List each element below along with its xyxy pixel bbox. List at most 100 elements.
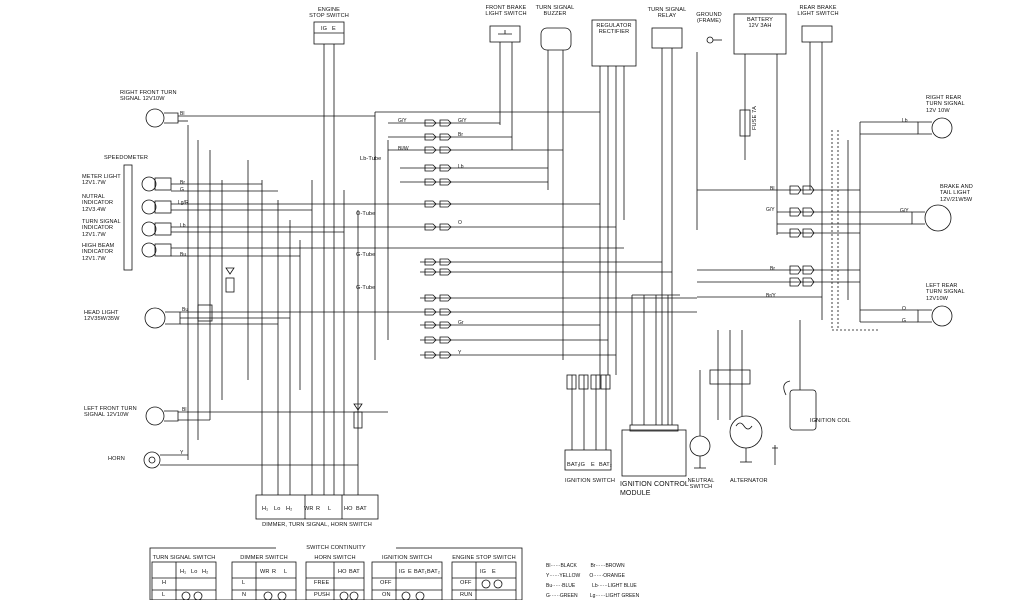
- legend-code: G: [546, 593, 550, 599]
- label-line: INDICATOR: [82, 200, 114, 207]
- continuity-table-name: DIMMER SWITCH: [240, 555, 288, 561]
- terminal: BAT₁: [567, 462, 580, 468]
- legend-color: LIGHT BLUE: [607, 583, 637, 589]
- icm-label: IGNITION CONTROL MODULE: [620, 480, 689, 498]
- terminal: BAT₂: [599, 462, 613, 468]
- label-line: GROUND: [696, 12, 722, 18]
- continuity-table-name: ENGINE STOP SWITCH: [452, 555, 516, 561]
- terminal-e: E: [332, 26, 336, 32]
- legend-code: Lb: [592, 583, 598, 589]
- wire-code: Br: [180, 180, 185, 186]
- meter-light-label: METER LIGHT 12V1.7W: [82, 174, 121, 187]
- label-line: 12V35W/35W: [84, 316, 120, 323]
- tube-label-o: O-Tube: [356, 211, 376, 217]
- terminal: H₁: [262, 506, 269, 512]
- brake-tail-light-label: BRAKE AND TAIL LIGHT 12V/21W5W: [940, 184, 973, 203]
- label-line: MODULE: [620, 490, 651, 497]
- label-line: SIGNAL 12V10W: [84, 412, 129, 419]
- speedometer-label: SPEEDOMETER: [104, 155, 148, 161]
- terminal: R: [316, 506, 321, 512]
- ignition-switch-label: IGNITION SWITCH: [565, 478, 615, 484]
- legend-color: BLACK: [560, 563, 577, 569]
- label-line: SIGNAL 12V10W: [120, 96, 165, 103]
- label-line: TURN SIGNAL: [926, 289, 965, 296]
- label-line: REAR BRAKE: [799, 5, 837, 11]
- ignition-coil-label: IGNITION COIL: [810, 418, 851, 424]
- col-head: R: [272, 569, 277, 575]
- wire-code: G: [902, 318, 906, 324]
- label-line: HEAD LIGHT: [84, 310, 119, 316]
- table-row-head: N: [242, 592, 247, 598]
- wire-code: O: [458, 220, 462, 226]
- turn-signal-buzzer-label: TURN SIGNAL BUZZER: [532, 5, 578, 18]
- high-beam-indicator-label: HIGH BEAM INDICATOR 12V1.7W: [82, 243, 114, 262]
- legend-color: LIGHT GREEN: [605, 593, 640, 599]
- col-head: BAT₁: [414, 569, 427, 575]
- rear-brake-switch-box: [801, 25, 833, 43]
- wire-code: G/Y: [900, 208, 909, 214]
- wire-code: G/Y: [458, 118, 467, 124]
- terminal: E: [591, 462, 595, 468]
- label-line: 12V1.7W: [82, 180, 106, 187]
- wire-code: O: [902, 306, 906, 312]
- table-row-head: RUN: [460, 592, 473, 598]
- label-line: 12V 10W: [926, 107, 950, 114]
- dimmer-switch-label: DIMMER, TURN SIGNAL, HORN SWITCH: [262, 522, 372, 528]
- left-front-turn-lamp: [145, 406, 165, 426]
- terminal: IG: [579, 462, 586, 468]
- label-line: TURN SIGNAL: [82, 219, 121, 225]
- wire-code: G/Y: [766, 207, 775, 213]
- col-head: BAT₂: [427, 569, 441, 575]
- continuity-table-name: HORN SWITCH: [314, 555, 356, 561]
- wire-code: Lb: [902, 118, 908, 124]
- wire-code: Bl: [182, 407, 187, 413]
- col-head: BAT: [349, 569, 360, 575]
- legend-code: O: [589, 573, 594, 579]
- ground-frame-label: GROUND (FRAME): [694, 12, 724, 25]
- wire-code: G/Y: [398, 118, 407, 124]
- label-line: NEUTRAL: [687, 478, 715, 484]
- neutral-indicator-label: NUTRAL INDICATOR 12V3.4W: [82, 194, 113, 213]
- tube-label-g1: G-Tube: [356, 252, 376, 258]
- col-head: L: [284, 569, 288, 575]
- label-line: 12V10W: [926, 295, 949, 302]
- fuse-body: [739, 109, 751, 137]
- ignition-switch-terminals: BAT₁IG E BAT₂: [567, 462, 612, 468]
- label-line: TAIL LIGHT: [940, 190, 971, 197]
- label-line: SWITCH: [689, 484, 713, 491]
- tube-label-lb: Lb-Tube: [360, 156, 382, 162]
- ignition-control-module-box: [621, 429, 687, 477]
- wire-code: Br: [770, 266, 775, 272]
- table-row-head: ON: [382, 592, 391, 598]
- wire-code: Lg/R: [178, 200, 189, 206]
- col-head: IG: [480, 569, 487, 575]
- label-line: 12V1.7W: [82, 231, 106, 238]
- turn-signal-buzzer-box: [540, 27, 572, 51]
- wire-code: Bl/W: [398, 146, 409, 152]
- battery-label: BATTERY 12V 3AH: [734, 17, 786, 30]
- alternator-label: ALTERNATOR: [730, 478, 768, 484]
- label-line: RECTIFIER: [598, 29, 630, 36]
- table-row-head: OFF: [380, 580, 392, 586]
- left-rear-turn-lamp: [931, 305, 953, 327]
- wire-code: Bl: [180, 111, 185, 117]
- right-front-turn-label: RIGHT FRONT TURN SIGNAL 12V10W: [120, 90, 177, 103]
- terminal: H₂: [286, 506, 293, 512]
- label-line: NUTRAL: [82, 194, 105, 200]
- label-line: BATTERY: [747, 17, 773, 23]
- legend-color: BROWN: [605, 563, 625, 569]
- legend-code: Br: [590, 563, 596, 569]
- label-line: LEFT FRONT TURN: [84, 406, 137, 412]
- alternator-symbol: [729, 415, 763, 449]
- legend-color: ORANGE: [603, 573, 625, 579]
- wire-code: Lb: [458, 164, 464, 170]
- label-line: METER LIGHT: [82, 174, 121, 180]
- label-line: HIGH BEAM: [82, 243, 115, 249]
- terminal: WR: [304, 506, 314, 512]
- label-line: RIGHT REAR: [926, 95, 962, 101]
